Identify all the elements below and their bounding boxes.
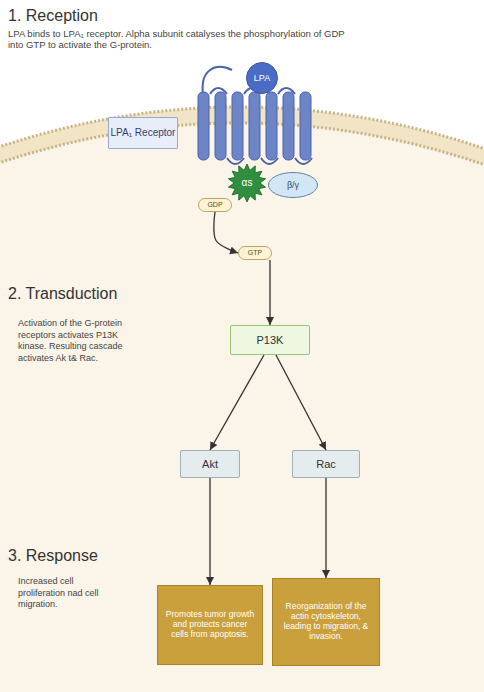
arrow-connector xyxy=(276,355,326,450)
arrow-connector xyxy=(214,212,238,253)
node-text: β/γ xyxy=(287,180,299,190)
receptor-symbol xyxy=(198,67,312,164)
node-text: P13K xyxy=(257,334,284,347)
receptor-helix xyxy=(232,92,243,160)
section-note: Increased cell proliferation nad cell mi… xyxy=(18,576,116,611)
section-note: LPA binds to LPA₁ receptor. Alpha subuni… xyxy=(8,28,348,51)
node-text: LPA xyxy=(254,73,270,83)
alpha-subunit-star: αs xyxy=(228,164,266,202)
kinase-box: P13K xyxy=(230,325,310,355)
receptor-tail xyxy=(203,67,232,94)
node-text-group: Rac xyxy=(293,451,359,477)
node-text: Akt xyxy=(202,458,218,471)
response-box: Reorganization of the actin cytoskeleton… xyxy=(272,578,380,666)
nucleotide-pill: GTP xyxy=(238,246,272,260)
node-text-group: GTP xyxy=(239,247,271,259)
beta-gamma-oval-shape xyxy=(269,173,318,198)
node-text-group: Akt xyxy=(181,451,239,477)
receptor-helix xyxy=(266,92,277,160)
section-heading: 3. Response xyxy=(8,546,308,565)
receptor-helix xyxy=(300,92,311,160)
section-heading: 2. Transduction xyxy=(8,284,308,303)
node-text: LPA₁ Receptor xyxy=(111,127,176,139)
node-text: αs xyxy=(242,177,253,189)
nucleotide-pill: GDP xyxy=(198,198,232,212)
effector-box: Rac xyxy=(292,450,360,478)
node-text-group: P13K xyxy=(231,326,309,354)
receptor-helix xyxy=(283,92,294,160)
ligand-circle: LPA xyxy=(246,62,278,94)
effector-box: Akt xyxy=(180,450,240,478)
arrow-connector xyxy=(209,478,210,585)
beta-gamma-oval: β/γ xyxy=(268,172,318,198)
node-text-group: GDP xyxy=(199,199,231,211)
response-box: Promotes tumor growth and protects cance… xyxy=(157,585,263,665)
node-text-group: Reorganization of the actin cytoskeleton… xyxy=(273,579,379,665)
receptor-label-box: LPA₁ Receptor xyxy=(108,117,178,149)
node-text-group: Promotes tumor growth and protects cance… xyxy=(158,586,262,664)
arrow-connector xyxy=(269,260,270,325)
node-text-group: LPA₁ Receptor xyxy=(109,118,177,148)
receptor-helix xyxy=(249,92,260,160)
node-text: GDP xyxy=(207,201,222,209)
node-text-group: LPA xyxy=(246,62,278,94)
node-text: Reorganization of the actin cytoskeleton… xyxy=(278,602,374,641)
section-note: Activation of the G-protein receptors ac… xyxy=(18,318,130,365)
node-text: GTP xyxy=(248,249,262,257)
ligand-circle-shape xyxy=(247,63,278,94)
cell-interior xyxy=(0,117,484,692)
node-text-group: β/γ xyxy=(268,172,318,198)
receptor-helix xyxy=(215,92,226,160)
alpha-subunit-star-shape xyxy=(228,164,265,202)
node-text-group: αs xyxy=(228,164,266,202)
arrow-connector xyxy=(325,478,326,578)
receptor-helix xyxy=(198,92,209,160)
node-text: Promotes tumor growth and protects cance… xyxy=(163,610,257,639)
arrow-connector xyxy=(210,355,264,450)
node-text: Rac xyxy=(316,458,336,471)
section-heading: 1. Reception xyxy=(8,6,308,25)
